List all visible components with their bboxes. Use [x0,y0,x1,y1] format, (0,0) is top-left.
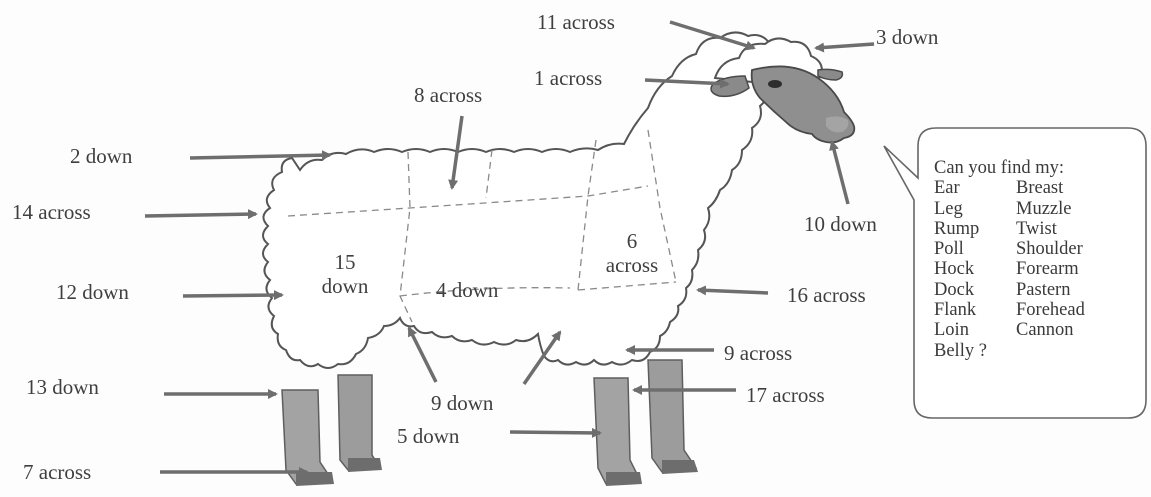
part-name: Leg [934,199,1016,219]
part-name: Poll [934,239,1016,259]
label-6-across-number: 6 [590,229,674,253]
label-4-down: 4 down [436,280,498,301]
label-15-down: 15 down [300,250,390,298]
part-name: Cannon [1016,320,1074,340]
part-name: Loin [934,320,1016,340]
bubble-last: Belly ? [934,341,1085,361]
part-name: Shoulder [1016,239,1083,259]
label-3-down: 3 down [876,27,938,48]
part-name: Hock [934,259,1016,279]
label-5-down: 5 down [397,426,459,447]
label-6-across-word: across [590,253,674,277]
label-13-down: 13 down [26,377,99,398]
bubble-title: Can you find my: [934,158,1085,178]
part-name: Dock [934,280,1016,300]
part-name: Pastern [1016,280,1070,300]
part-name: Twist [1016,219,1057,239]
label-2-down: 2 down [70,146,132,167]
label-12-down: 12 down [56,282,129,303]
label-7-across: 7 across [23,462,91,483]
label-17-across: 17 across [746,385,825,406]
front-far-leg [648,360,696,472]
label-11-across: 11 across [537,12,615,33]
part-name: Forearm [1016,259,1079,279]
part-name: Breast [1016,178,1063,198]
label-14-across: 14 across [12,202,91,223]
label-15-down-word: down [300,274,390,298]
part-name: Muzzle [1016,199,1071,219]
label-15-down-number: 15 [300,250,390,274]
label-1-across: 1 across [534,68,602,89]
label-9-across: 9 across [724,343,792,364]
part-name: Rump [934,219,1016,239]
label-16-across: 16 across [787,285,866,306]
back-far-leg [338,375,380,470]
label-8-across: 8 across [414,85,482,106]
label-9-down: 9 down [431,393,493,414]
back-near-leg [282,390,332,484]
front-near-leg [594,378,640,484]
far-ear [818,69,842,80]
part-name: Forehead [1016,300,1085,320]
label-10-down: 10 down [804,214,877,235]
part-name: Flank [934,300,1016,320]
part-name: Ear [934,178,1016,198]
label-6-across: 6 across [590,229,674,277]
